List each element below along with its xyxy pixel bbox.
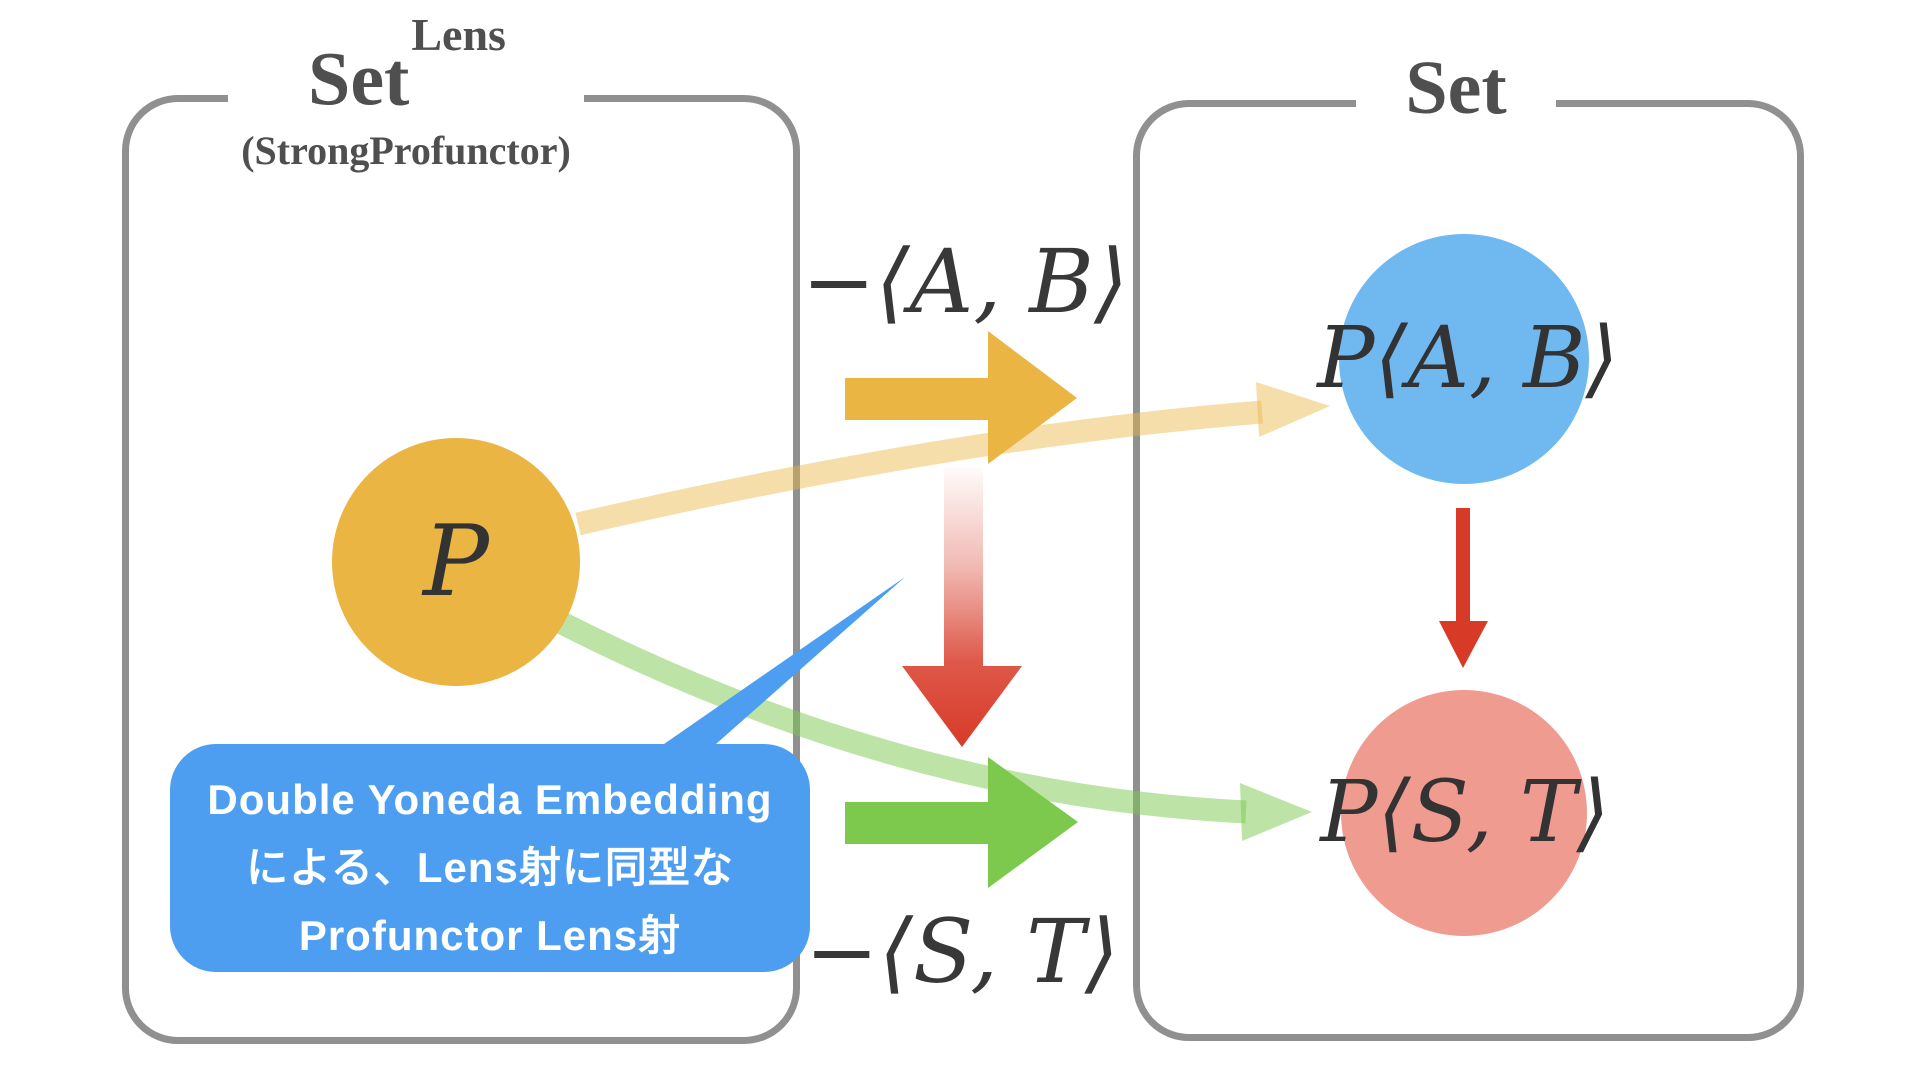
faded-yellow-arrowhead-icon xyxy=(1256,382,1330,437)
yellow-block-arrow-icon xyxy=(845,331,1077,464)
node-pst-circle xyxy=(1341,690,1587,936)
left-box-title-main: SetLens xyxy=(234,9,578,128)
left-box-subtitle: (StrongProfunctor) xyxy=(241,128,571,174)
faded-green-arrowhead-icon xyxy=(1240,783,1312,841)
node-p-label: P xyxy=(423,505,489,619)
green-block-arrow-icon xyxy=(845,757,1078,888)
node-pab-label: P⟨A, B⟩ xyxy=(1317,309,1619,408)
functor-ab-label: −⟨A, B⟩ xyxy=(801,230,1129,333)
functor-st-label: −⟨S, T⟩ xyxy=(804,900,1120,1003)
faded-green-mapping-curve xyxy=(554,611,1247,824)
faded-yellow-mapping-curve xyxy=(575,400,1263,536)
speech-bubble: Double Yoneda Embedding による、Lens射に同型な Pr… xyxy=(170,744,810,972)
node-pab-circle xyxy=(1339,234,1589,484)
gradient-red-down-arrow-icon xyxy=(902,468,1022,747)
node-p-circle xyxy=(332,438,580,686)
speech-bubble-line-3: Profunctor Lens射 xyxy=(298,912,682,959)
left-box-title: SetLens (StrongProfunctor) xyxy=(228,9,584,177)
red-down-arrow-icon xyxy=(1439,508,1488,668)
speech-bubble-line-2: による、Lens射に同型な xyxy=(246,844,734,891)
left-box-title-set: Set xyxy=(308,37,410,122)
right-box-title: Set xyxy=(1356,38,1556,138)
speech-bubble-line-1: Double Yoneda Embedding xyxy=(207,776,773,823)
left-box-title-lens-superscript: Lens xyxy=(411,9,506,60)
node-pst-label: P⟨S, T⟩ xyxy=(1320,763,1610,862)
